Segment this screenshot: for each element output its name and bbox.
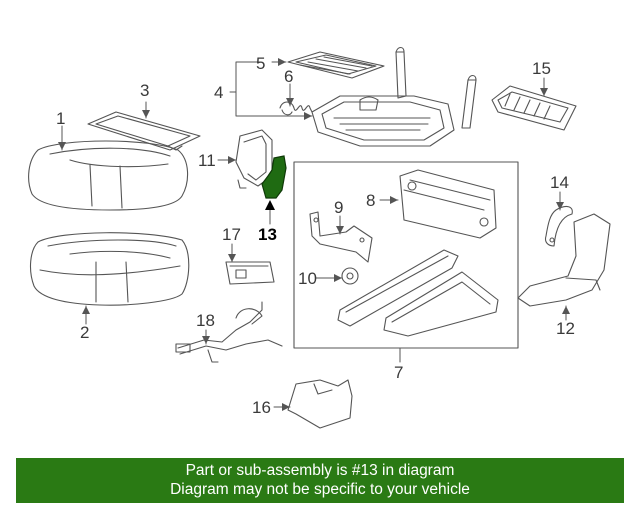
bracket-part-9 — [309, 211, 373, 263]
callout-6: 6 — [284, 67, 293, 86]
callout-lines — [61, 61, 567, 408]
seat-frame — [311, 46, 477, 147]
callout-1: 1 — [56, 109, 65, 128]
callout-12: 12 — [556, 319, 575, 338]
callout-arrowheads — [58, 58, 570, 411]
callout-3: 3 — [140, 81, 149, 100]
seat-adjuster-box — [293, 161, 519, 349]
callout-16: 16 — [252, 398, 271, 417]
control-switch — [225, 261, 275, 285]
adjuster-bracket — [399, 169, 497, 239]
seat-cushion-pad — [29, 232, 190, 306]
washer-part-10 — [341, 267, 359, 285]
callout-2: 2 — [80, 323, 89, 342]
wiring-harness — [175, 301, 283, 363]
adjuster-rails — [337, 249, 499, 337]
seat-mat — [287, 51, 385, 79]
callout-8: 8 — [366, 191, 375, 210]
heater-pad — [87, 111, 201, 151]
trim-panel — [517, 213, 611, 307]
seat-cushion-cover — [28, 140, 189, 211]
callout-17: 17 — [222, 225, 241, 244]
callout-14: 14 — [550, 173, 569, 192]
callout-9: 9 — [334, 198, 343, 217]
callout-11: 11 — [198, 151, 216, 170]
callout-18: 18 — [196, 311, 215, 330]
trim-clip — [544, 205, 573, 247]
diagram-notice-banner: Part or sub-assembly is #13 in diagram D… — [16, 458, 624, 503]
callout-5: 5 — [256, 54, 265, 73]
seat-spring — [279, 101, 313, 116]
callout-10: 10 — [298, 269, 317, 288]
callout-13: 13 — [258, 225, 277, 244]
seat-back-panel — [491, 85, 577, 131]
parts-diagram: 1 2 3 4 5 6 7 8 9 10 11 12 13 14 15 16 1… — [28, 46, 611, 429]
callout-4: 4 — [214, 83, 223, 102]
highlighted-part-13 — [261, 155, 287, 199]
notice-vehicle-line: Diagram may not be specific to your vehi… — [170, 481, 470, 498]
callout-7: 7 — [394, 363, 403, 382]
notice-part-line: Part or sub-assembly is #13 in diagram — [185, 462, 455, 479]
seat-cover-16 — [287, 379, 353, 429]
callout-15: 15 — [532, 59, 551, 78]
